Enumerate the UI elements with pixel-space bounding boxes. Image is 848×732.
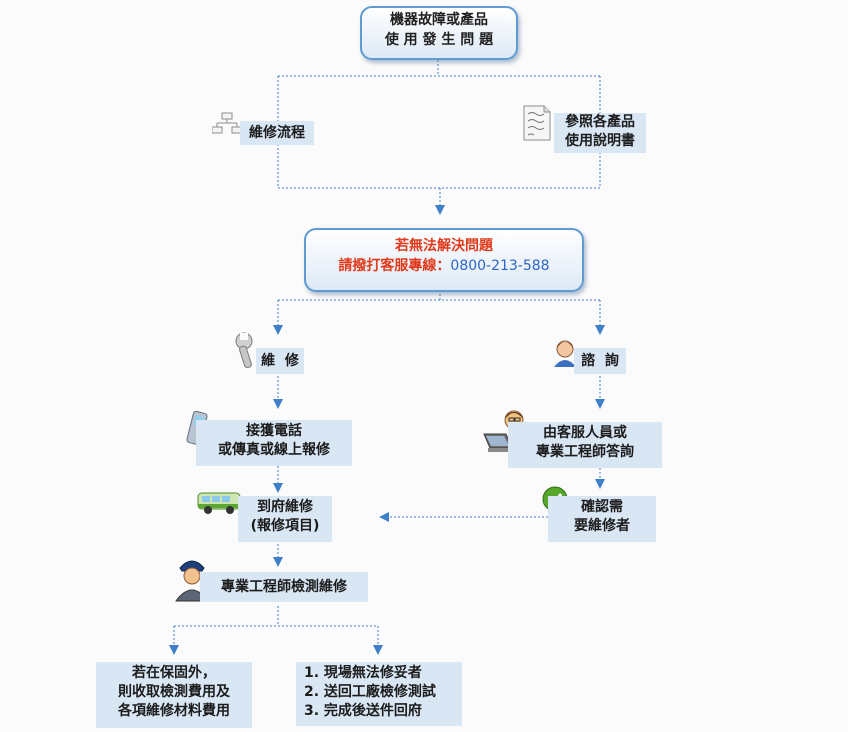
repair-steps-box: 1. 現場無法修妥者 2. 送回工廠檢修測試 3. 完成後送件回府 [296, 662, 462, 726]
report-repair-box: 接獲電話 或傳真或線上報修 [196, 420, 352, 466]
repair-flow-box: 維修流程 [240, 121, 314, 145]
cs-answer-box: 由客服人員或 專業工程師答詢 [508, 422, 662, 468]
step-3: 3. 完成後送件回府 [304, 703, 422, 719]
out-of-warranty-box: 若在保固外， 則收取檢測費用及 各項維修材料費用 [96, 662, 252, 728]
engineer-inspect-box: 專業工程師檢測維修 [200, 572, 368, 602]
repair-label: 維 修 [261, 353, 299, 369]
engineer-label: 專業工程師檢測維修 [221, 579, 347, 595]
out-warranty-line2: 則收取檢測費用及 [118, 684, 230, 700]
repair-box: 維 修 [256, 348, 304, 374]
flowchart-icon [212, 112, 242, 134]
document-icon [523, 105, 551, 141]
service-line1: 若無法解決問題 [395, 238, 493, 254]
manual-box: 參照各產品 使用說明書 [554, 113, 646, 153]
service-line2-prefix: 請撥打客服專線： [338, 258, 451, 274]
report-line1: 接獲電話 [246, 423, 302, 439]
confirm-line2: 要維修者 [574, 518, 630, 534]
service-van-icon [197, 492, 241, 514]
top-box-line1: 機器故障或產品 [390, 12, 488, 28]
cs-answer-line1: 由客服人員或 [543, 425, 627, 441]
inquiry-label: 諮 詢 [581, 353, 619, 369]
confirm-line1: 確認需 [581, 499, 623, 515]
support-agent-icon [554, 340, 576, 367]
out-warranty-line1: 若在保固外， [132, 665, 216, 681]
step-1: 1. 現場無法修妥者 [304, 665, 422, 681]
out-warranty-line3: 各項維修材料費用 [118, 703, 230, 719]
top-problem-box: 機器故障或產品 使 用 發 生 問 題 [360, 6, 518, 60]
cs-answer-line2: 專業工程師答詢 [536, 444, 634, 460]
repair-flow-label: 維修流程 [249, 125, 305, 141]
manual-line1: 參照各產品 [565, 114, 635, 130]
onsite-line1: 到府維修 [257, 499, 313, 515]
inquiry-box: 諮 詢 [574, 348, 626, 374]
manual-line2: 使用說明書 [565, 133, 635, 149]
onsite-repair-box: 到府維修 (報修項目) [238, 496, 332, 542]
step-2: 2. 送回工廠檢修測試 [304, 684, 436, 700]
service-hotline-box: 若無法解決問題 請撥打客服專線：0800-213-588 [304, 228, 584, 292]
wrench-icon [235, 332, 253, 369]
report-line2: 或傳真或線上報修 [218, 442, 330, 458]
hotline-number: 0800-213-588 [450, 258, 550, 274]
onsite-line2: (報修項目) [250, 518, 320, 534]
confirm-repair-box: 確認需 要維修者 [548, 496, 656, 542]
top-box-line2: 使 用 發 生 問 題 [384, 32, 494, 48]
